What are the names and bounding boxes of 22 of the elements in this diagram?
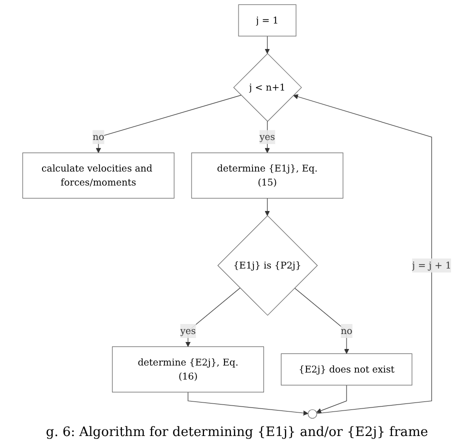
node-box: calculate velocities and forces/moments bbox=[22, 152, 174, 199]
edge-label: yes bbox=[180, 325, 196, 336]
edge-label: yes bbox=[260, 131, 276, 142]
node-diamond: j < n+1 bbox=[233, 53, 302, 122]
arrow bbox=[293, 94, 432, 414]
node-circle bbox=[308, 409, 318, 419]
figure-caption: g. 6: Algorithm for determining {E1j} and/or {E2j} frame bbox=[44, 424, 430, 442]
edge-label: no bbox=[340, 325, 352, 336]
arrow bbox=[294, 288, 350, 354]
node-diamond: {E1j} is {P2j} bbox=[217, 215, 318, 316]
arrow bbox=[264, 198, 270, 216]
arrow bbox=[188, 392, 308, 416]
arrow bbox=[185, 288, 240, 347]
node-box: {E2j} does not exist bbox=[280, 353, 412, 386]
node-box: determine {E1j}, Eq.(15) bbox=[191, 152, 344, 199]
edge-label: j = j + 1 bbox=[412, 260, 452, 271]
edge-label: no bbox=[92, 131, 104, 142]
arrow bbox=[96, 94, 242, 154]
node-box: j = 1 bbox=[238, 4, 296, 36]
arrow bbox=[316, 384, 347, 414]
arrow bbox=[264, 36, 270, 54]
node-box: determine {E2j}, Eq.(16) bbox=[112, 346, 264, 392]
